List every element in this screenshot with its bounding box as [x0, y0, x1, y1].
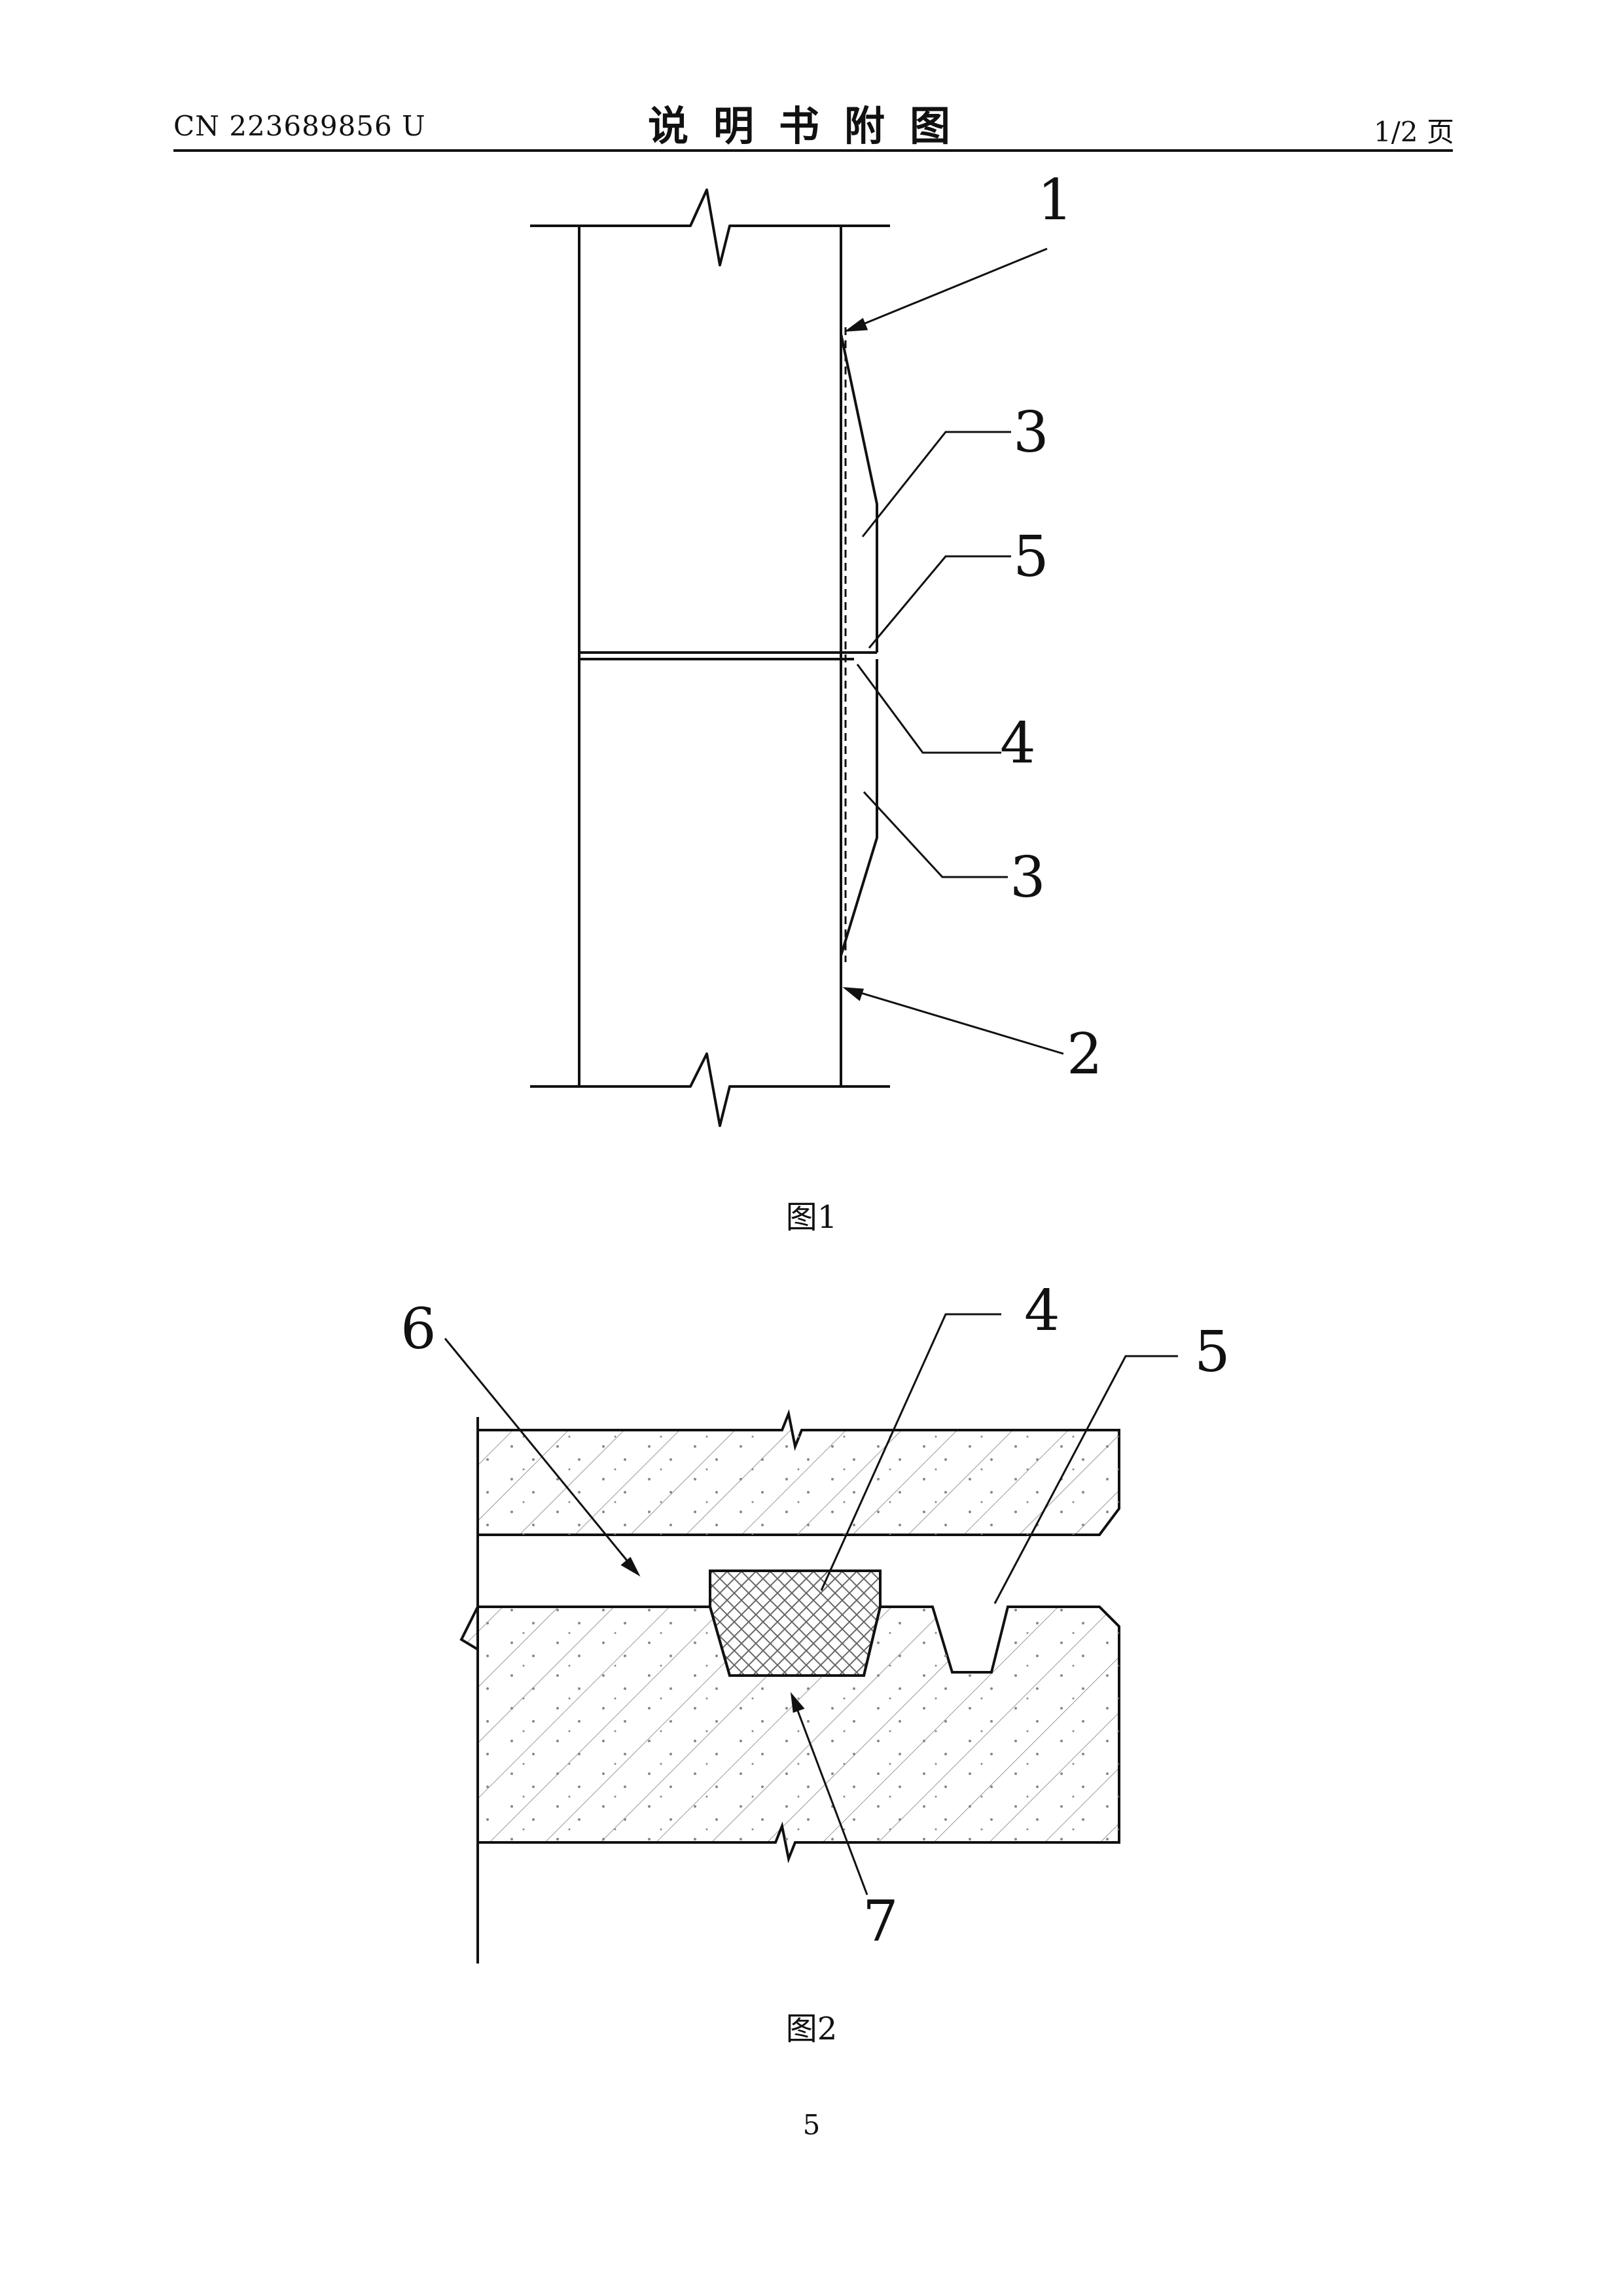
fig1-callout-3-upper: 3 — [1013, 400, 1049, 465]
fig1-callout-2: 2 — [1067, 1022, 1103, 1087]
fig1-callout-5: 5 — [1013, 524, 1049, 590]
figure-1-caption: 图1 — [0, 1191, 1623, 1237]
top-break-line — [530, 190, 890, 265]
figure-1-drawing: 1 3 5 4 3 2 — [0, 0, 1623, 1178]
fig1-callout-3-lower: 3 — [1010, 845, 1046, 910]
fig2-callout-5: 5 — [1194, 1319, 1230, 1385]
fig1-callout-4: 4 — [1000, 711, 1036, 776]
fig2-callout-4: 4 — [1024, 1278, 1060, 1344]
fig2-callout-6: 6 — [401, 1297, 437, 1362]
page-number: 5 — [0, 2109, 1623, 2141]
bottom-break-line — [530, 1054, 890, 1126]
figure-2-drawing: 4 5 6 7 — [0, 1276, 1623, 1964]
fig1-callout-1: 1 — [1037, 168, 1073, 233]
sealing-strip — [710, 1571, 880, 1676]
figure-2-caption: 图2 — [0, 2003, 1623, 2049]
lower-bevel — [841, 659, 877, 956]
fig2-callout-7: 7 — [863, 1889, 899, 1954]
